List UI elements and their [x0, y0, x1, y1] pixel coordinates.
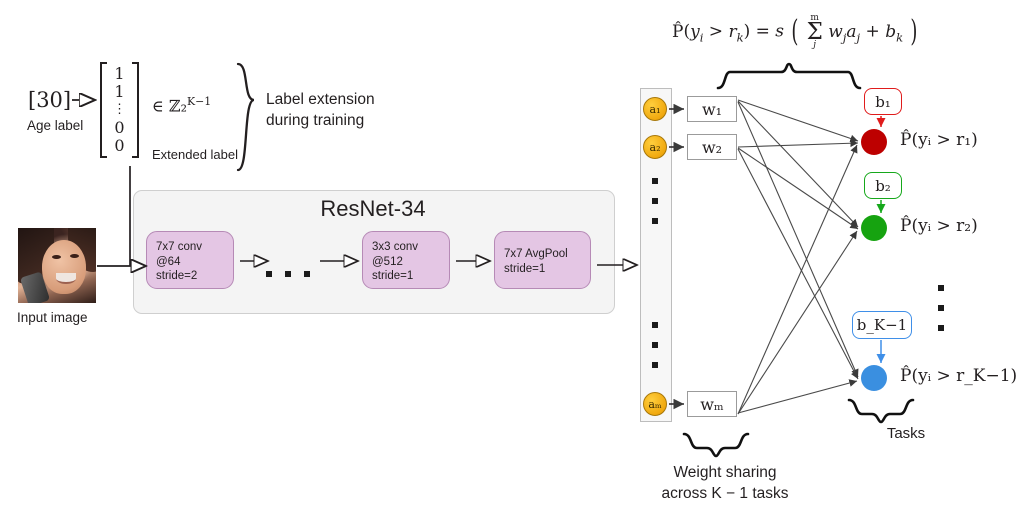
weight-box-w1: w₁ [687, 96, 737, 122]
edge-wm-task2 [737, 230, 858, 415]
label-extension-caption: Label extension during training [266, 89, 375, 131]
activation-ellipsis-upper [652, 178, 658, 224]
bias-box-b1: b₁ [864, 88, 902, 115]
conv-block-1-line3: stride=2 [156, 270, 198, 282]
bias-box-b2: b₂ [864, 172, 902, 199]
weight-sharing-line1: Weight sharing [673, 464, 777, 481]
activation-node-a1: a₁ [643, 97, 667, 121]
task-output-label-K: P̂(yᵢ > r_K−1) [900, 366, 1018, 386]
weight-sharing-caption: Weight sharing across K − 1 tasks [612, 462, 838, 504]
bracket-right-icon [130, 62, 139, 158]
conv-block-2-line2: @512 [372, 255, 403, 268]
output-formula: P̂(yi > rk) = s ( m Σ j wjaj + bk ) [672, 13, 918, 50]
edge-w1-taskK [737, 101, 859, 378]
vector-entry: 1 [114, 82, 125, 101]
vector-entries: 1 1 ⋮ 0 0 [109, 62, 130, 158]
edge-w1-task1 [737, 99, 859, 143]
input-image-thumbnail [18, 228, 96, 303]
tasks-brace [847, 398, 915, 424]
edge-w2-task1 [737, 139, 859, 148]
vector-entry: 0 [114, 118, 125, 137]
edge-w1-task2 [737, 100, 859, 228]
avgpool-block-line2: stride=1 [504, 262, 546, 275]
extended-label-caption: Extended label [152, 147, 239, 162]
resnet-title: ResNet-34 [320, 196, 426, 221]
membership-expression: ∈ ℤ₂K−1 [152, 95, 211, 115]
input-image-caption: Input image [17, 310, 88, 325]
bracket-left-icon [100, 62, 109, 158]
task-output-label-1: P̂(yᵢ > r₁) [900, 130, 978, 150]
edge-wm-task1 [737, 144, 858, 415]
activation-node-a2: a₂ [643, 135, 667, 159]
conv-block-1-line2: @64 [156, 255, 181, 268]
age-label-caption: Age label [27, 118, 84, 133]
task-node-K [861, 365, 887, 391]
vector-entry: 1 [114, 64, 125, 83]
conv-block-2-line3: stride=1 [372, 270, 414, 282]
activation-ellipsis-lower [652, 322, 658, 368]
task-node-2 [861, 215, 887, 241]
extended-label-vector: 1 1 ⋮ 0 0 [100, 62, 139, 158]
task-output-label-2: P̂(yᵢ > r₂) [900, 216, 978, 236]
conv-block-2: 3x3 conv @512 stride=1 [362, 231, 450, 289]
resnet-ellipsis [266, 271, 310, 277]
task-ellipsis [938, 285, 944, 331]
edge-wm-taskK [737, 379, 858, 414]
membership-set: ∈ ℤ₂ [152, 96, 188, 116]
task-node-1 [861, 129, 887, 155]
avgpool-block: 7x7 AvgPool stride=1 [494, 231, 591, 289]
weight-sharing-line2: across K − 1 tasks [661, 485, 789, 502]
membership-exponent: K−1 [187, 95, 212, 108]
conv-block-1: 7x7 conv @64 stride=2 [146, 231, 234, 289]
bias-box-bK: b_K−1 [852, 311, 912, 339]
vector-entry: ⋮ [113, 102, 126, 117]
conv-block-2-line1: 3x3 conv [372, 241, 419, 253]
label-extension-brace [236, 62, 255, 172]
label-extension-line2: during training [266, 112, 365, 129]
edge-w2-taskK [737, 148, 859, 380]
vector-entry: 0 [114, 136, 125, 155]
tasks-caption: Tasks [886, 425, 926, 442]
avgpool-block-line1: 7x7 AvgPool [504, 248, 568, 260]
weight-box-w2: w₂ [687, 134, 737, 160]
age-label-value: [30] [28, 88, 72, 112]
conv-block-1-line1: 7x7 conv [156, 241, 203, 253]
activation-node-am: aₘ [643, 392, 667, 416]
formula-scope-brace [716, 62, 862, 90]
weight-box-wm: wₘ [687, 391, 737, 417]
edge-w2-task2 [737, 147, 859, 230]
weight-sharing-brace [682, 432, 750, 458]
label-extension-line1: Label extension [266, 91, 375, 108]
